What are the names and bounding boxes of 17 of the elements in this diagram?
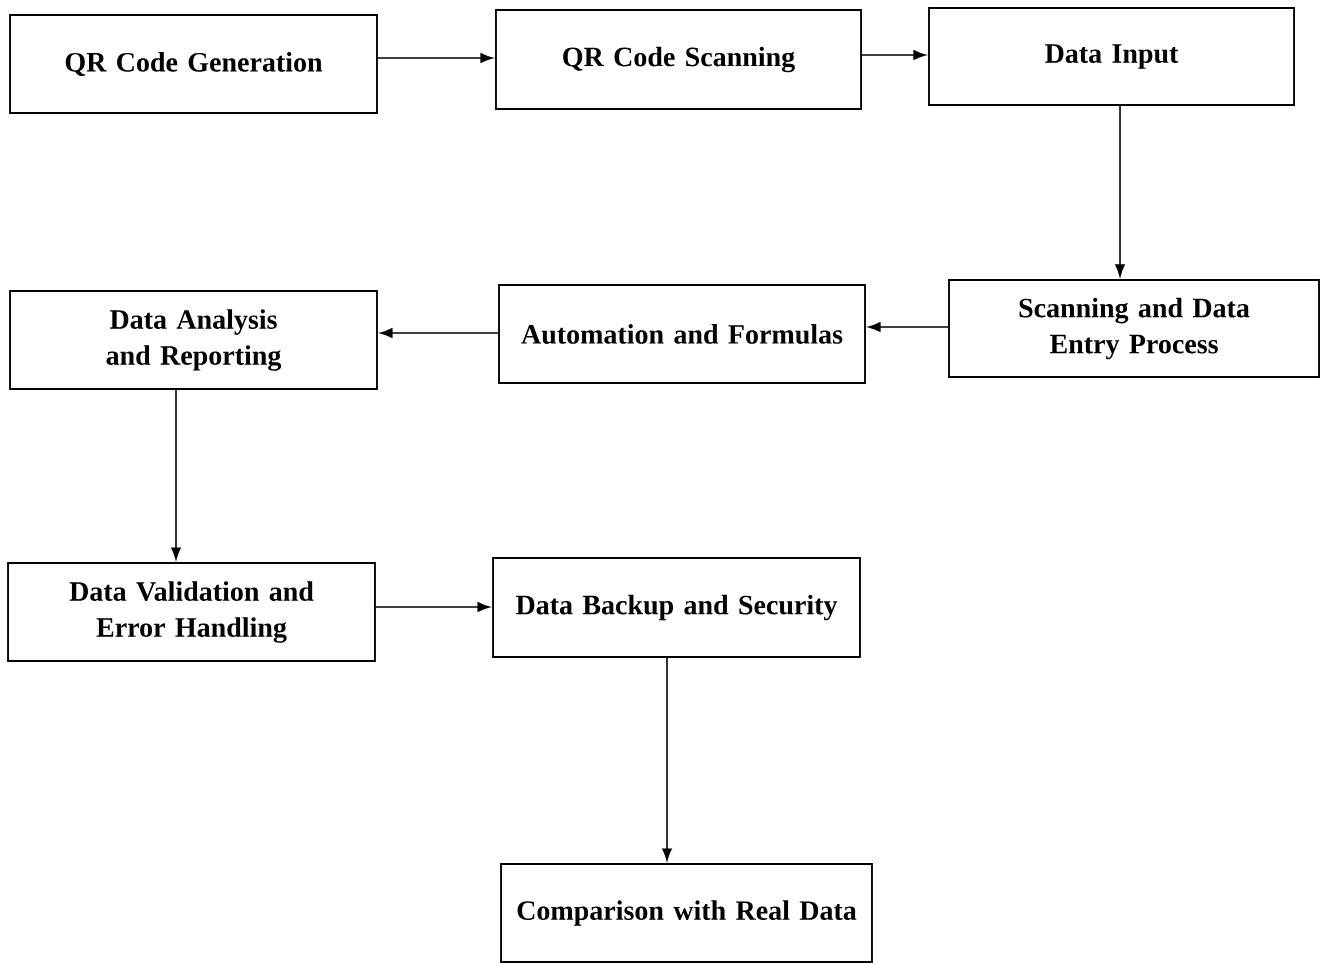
process-box: Scanning and Data Entry Process (948, 279, 1320, 378)
arrow (375, 602, 490, 612)
arrow (861, 50, 926, 60)
arrow (868, 322, 949, 332)
arrow (171, 389, 181, 560)
process-box: Data Analysis and Reporting (9, 290, 378, 390)
arrow (377, 53, 493, 63)
process-box: Comparison with Real Data (500, 863, 873, 963)
process-box: Data Validation and Error Handling (7, 562, 376, 662)
arrow (1115, 105, 1125, 277)
process-box: QR Code Scanning (495, 9, 862, 110)
process-box: QR Code Generation (9, 14, 378, 114)
arrow (662, 657, 672, 861)
arrow (380, 328, 499, 338)
process-box: Automation and Formulas (498, 284, 866, 384)
process-box: Data Backup and Security (492, 557, 861, 658)
process-box: Data Input (928, 7, 1295, 106)
